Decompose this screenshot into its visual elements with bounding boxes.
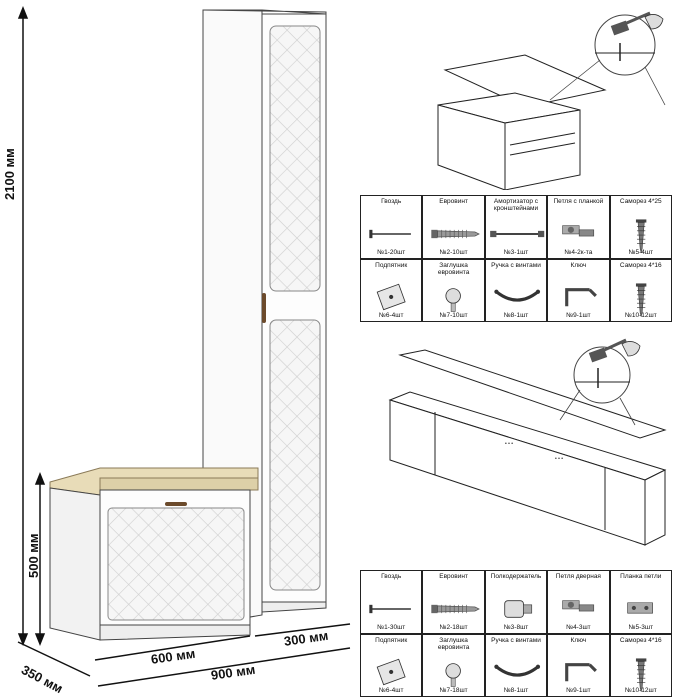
part-name: Петля дверная xyxy=(555,573,601,580)
part-count: №8-1шт xyxy=(503,687,529,694)
part-name: Подпятник xyxy=(375,636,408,644)
part-cell: Саморез 4*16 №10-12шт xyxy=(609,633,672,697)
hinge-plate-icon xyxy=(626,602,653,614)
part-cell: Ключ №9-1шт xyxy=(547,633,610,697)
width-900-dimension-line xyxy=(97,647,351,687)
part-count: №8-1шт xyxy=(503,312,529,319)
part-name: Полкодержатель xyxy=(490,573,542,580)
part-cell: Ручка с винтами №8-1шт xyxy=(484,258,548,322)
part-count: №1-30шт xyxy=(377,623,406,631)
door-handle xyxy=(262,293,266,323)
part-cell: Планка петли №5-3шт xyxy=(609,570,672,634)
part-count: №2-18шт xyxy=(439,623,468,631)
part-name: Ключ xyxy=(570,636,587,644)
part-name: Ручка с винтами xyxy=(491,261,541,269)
part-name: Заглушка евровинта xyxy=(437,636,470,651)
part-count: №3-1шт xyxy=(503,248,529,256)
svg-text:• • •: • • • xyxy=(505,441,513,447)
part-count: №10-12шт xyxy=(624,687,657,694)
wardrobe-assembly-diagram: • • • • • • xyxy=(388,338,667,546)
part-name: Ключ xyxy=(570,261,587,269)
part-name: Ручка с винтами xyxy=(491,636,541,644)
part-cell: Подпятник №6-4шт xyxy=(360,258,423,322)
part-count: №1-20шт xyxy=(377,248,406,256)
hex-key-icon xyxy=(565,287,598,306)
part-cell: Заглушка евровинта №7-18шт xyxy=(422,633,485,697)
handle-icon xyxy=(494,289,540,302)
part-name: Планка петли xyxy=(620,573,662,580)
svg-text:• • •: • • • xyxy=(555,456,563,462)
part-name: Саморез 4*25 xyxy=(619,198,662,205)
nail-icon xyxy=(369,229,411,239)
part-name: Евровинт xyxy=(439,198,468,205)
part-count: №5-4шт xyxy=(628,248,654,256)
width-300-dimension-line xyxy=(254,623,351,637)
part-name: Гвоздь xyxy=(381,573,402,580)
parts-table-top: Гвоздь №1-20шт Евровинт №2-10шт Амортизатор … xyxy=(360,195,672,322)
width-600-dimension-line xyxy=(94,635,251,661)
part-count: №3-8шт xyxy=(503,623,529,631)
cap-icon xyxy=(445,662,462,687)
shelf-support-icon xyxy=(504,600,532,618)
part-name: Подпятник xyxy=(375,261,408,269)
part-cell: Ручка с винтами №8-1шт xyxy=(484,633,548,697)
part-cell: Амортизатор с кронштейнами №3-1шт xyxy=(484,195,548,259)
part-count: №6-4шт xyxy=(378,312,404,319)
part-cell: Евровинт №2-18шт xyxy=(422,570,485,634)
height-2100-dimension-line xyxy=(17,5,29,647)
part-cell: Подпятник №6-4шт xyxy=(360,633,423,697)
screw-icon xyxy=(635,219,646,253)
nail-icon xyxy=(369,604,411,614)
part-cell: Гвоздь №1-20шт xyxy=(360,195,423,259)
height-500-dimension-line xyxy=(34,471,46,647)
part-count: №5-3шт xyxy=(628,623,654,631)
bench-handle xyxy=(165,502,187,506)
foot-pad-icon xyxy=(376,283,406,310)
height-bench-label: 500 мм xyxy=(26,533,41,578)
part-name: Заглушка евровинта xyxy=(437,261,470,276)
part-cell: Петля с планкой №4-2к-та xyxy=(547,195,610,259)
part-count: №4-3шт xyxy=(566,623,591,631)
furniture-drawing xyxy=(17,5,351,687)
height-total-label: 2100 мм xyxy=(2,148,17,200)
part-name: Саморез 4*16 xyxy=(619,261,662,269)
part-name: Петля с планкой xyxy=(553,198,604,205)
part-count: №9-1шт xyxy=(566,687,591,694)
handle-icon xyxy=(494,664,540,677)
hinge-icon xyxy=(562,225,595,237)
part-cell: Саморез 4*16 №10-12шт xyxy=(609,258,672,322)
part-count: №7-18шт xyxy=(439,687,468,694)
part-name: Евровинт xyxy=(439,573,468,580)
part-cell: Петля дверная №4-3шт xyxy=(547,570,610,634)
gas-lift-icon xyxy=(489,230,545,238)
foot-pad-icon xyxy=(376,658,406,685)
part-name: Саморез 4*16 xyxy=(619,636,662,644)
cap-icon xyxy=(445,287,462,312)
euroscrew-icon xyxy=(431,604,481,614)
part-count: №4-2к-та xyxy=(564,248,593,256)
part-name: Гвоздь xyxy=(381,198,402,205)
part-count: №6-4шт xyxy=(378,687,404,694)
hinge-icon xyxy=(562,600,595,612)
part-count: №10-12шт xyxy=(624,312,657,319)
part-cell: Полкодержатель №3-8шт xyxy=(484,570,548,634)
part-name: Амортизатор с кронштейнами xyxy=(493,198,539,212)
euroscrew-icon xyxy=(431,229,481,239)
part-cell: Гвоздь №1-30шт xyxy=(360,570,423,634)
part-cell: Заглушка евровинта №7-10шт xyxy=(422,258,485,322)
screw-icon xyxy=(635,657,646,692)
part-cell: Евровинт №2-10шт xyxy=(422,195,485,259)
part-count: №7-10шт xyxy=(439,312,468,319)
part-count: №2-10шт xyxy=(439,248,468,256)
part-cell: Саморез 4*25 №5-4шт xyxy=(609,195,672,259)
part-cell: Ключ №9-1шт xyxy=(547,258,610,322)
shoe-bench xyxy=(49,467,259,641)
screw-icon xyxy=(635,282,646,317)
parts-table-bottom: Гвоздь №1-30шт Евровинт №2-18шт Полкодержате… xyxy=(360,570,672,697)
part-count: №9-1шт xyxy=(566,312,591,319)
hex-key-icon xyxy=(565,662,598,681)
depth-350-dimension-line xyxy=(17,641,91,677)
bench-assembly-diagram xyxy=(437,11,666,190)
